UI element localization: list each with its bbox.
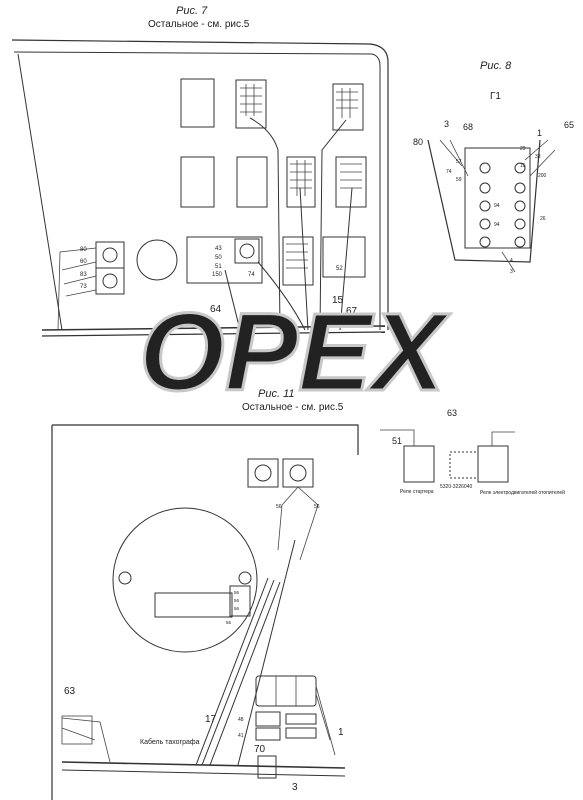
fig8-tag: 94 <box>494 203 500 209</box>
fig11-tacho-cable-label: Кабель тахографа <box>140 738 200 746</box>
fig7-box <box>180 78 215 128</box>
fig11-big-circle <box>112 507 258 653</box>
fig7-tag: 52 <box>336 266 343 272</box>
fig8-tag: 3 <box>510 269 513 275</box>
fig11-callout: 63 <box>64 686 76 697</box>
fig7-port-label: 73 <box>80 284 87 290</box>
fig8-tag: 15 <box>520 163 526 169</box>
fig8-screws <box>479 162 526 248</box>
fig11-callout: 17 <box>205 714 217 725</box>
fig8-tag: 59 <box>456 177 462 183</box>
fig11-plugs <box>255 685 336 756</box>
watermark-text: OPEX <box>139 291 450 414</box>
fig11-left-block <box>61 715 93 745</box>
fig11-tacho-block <box>118 571 252 618</box>
fig7-title: Рис. 7 <box>176 5 208 17</box>
fig8-callout: 68 <box>463 122 473 132</box>
fig8-callout: 1 <box>537 128 542 138</box>
fig8-wires <box>439 139 556 273</box>
fig11-top-frame <box>52 424 359 455</box>
fig11-tag: 56 <box>314 504 320 510</box>
fig7-callout: 15 <box>332 295 344 306</box>
fig8-tag: 29 <box>520 146 526 152</box>
figure-7: Рис. 7 Остальное - см. рис.5 <box>11 5 389 363</box>
fig11-tag: 56 <box>276 504 282 510</box>
fig7-port-label: 80 <box>80 247 87 253</box>
fig7-box <box>180 156 215 208</box>
fig8-title: Рис. 8 <box>480 60 512 72</box>
fig11-callout: 1 <box>338 727 344 738</box>
fig11-tag: 56 <box>234 598 240 603</box>
fig7-box <box>332 83 364 131</box>
watermark: OPEX <box>138 290 452 416</box>
fig8-panel-outline <box>427 139 541 263</box>
fig11-relay-starter: Реле стартера <box>400 489 434 495</box>
fig7-cab-inner <box>13 51 381 330</box>
fig11-tag: 56 <box>226 620 232 625</box>
figure-11: Рис. 11 Остальное - см. рис.5 63 51 Реле… <box>51 388 565 800</box>
fig11-callout: 3 <box>292 782 298 793</box>
fig11-tag: 41 <box>238 733 244 739</box>
fig7-callout: 80 <box>240 351 252 363</box>
fig8-tag: 74 <box>446 169 452 175</box>
fig11-sockets <box>247 458 314 488</box>
fig8-relay-panel <box>464 147 531 249</box>
fig8-callout: 3 <box>444 119 449 129</box>
fig7-port-label: 60 <box>80 259 87 265</box>
fig7-callout: 64 <box>210 304 222 315</box>
fig11-relay-part: 5320-3226040 <box>440 484 472 490</box>
fig7-tag: 150 <box>212 272 223 278</box>
fig7-harness <box>224 117 353 331</box>
fig11-tacho-cable <box>195 539 296 766</box>
fig11-tag: 56 <box>234 590 240 595</box>
fig7-tag: 74 <box>248 272 255 278</box>
fig7-box <box>335 156 367 208</box>
figure-8: Рис. 8 Г1 80 3 68 1 65 57 74 59 29 33 15… <box>413 60 574 275</box>
fig11-subtitle: Остальное - см. рис.5 <box>242 402 344 413</box>
fig11-connector <box>255 675 317 707</box>
fig8-tag: 94 <box>494 222 500 228</box>
fig7-subtitle: Остальное - см. рис.5 <box>148 19 250 30</box>
fig11-relay-motors: Реле электродвигателей отопителей <box>480 489 565 496</box>
fig7-box <box>235 79 267 129</box>
fig7-tag: 51 <box>215 264 222 270</box>
fig8-tag: 33 <box>535 154 541 160</box>
fig7-main-harness-2 <box>41 331 386 337</box>
fig7-left-edge <box>17 53 63 331</box>
fig11-callout: 70 <box>254 744 266 755</box>
fig11-tag: 56 <box>234 606 240 611</box>
fig11-title: Рис. 11 <box>258 388 295 400</box>
fig7-box <box>282 236 314 286</box>
fig11-bottom-harness-2 <box>61 769 346 777</box>
fig11-socket-wires <box>277 486 319 561</box>
fig7-round-cutout <box>136 239 178 281</box>
fig7-box <box>236 156 268 208</box>
fig8-callout: 65 <box>564 120 574 130</box>
fig7-tag: 50 <box>215 255 222 261</box>
fig11-relays <box>380 429 515 483</box>
fig7-left-sockets <box>57 241 125 331</box>
fig7-switch-block <box>186 236 366 284</box>
fig7-tag: 43 <box>215 246 222 252</box>
fig7-connector-grids <box>240 84 362 269</box>
fig8-view-label: Г1 <box>490 91 501 102</box>
fig11-sleeve <box>257 755 277 779</box>
fig11-bottom-harness <box>61 761 346 769</box>
fig7-port-label: 83 <box>80 272 87 278</box>
fig7-main-harness <box>41 325 386 331</box>
fig8-tag: 26 <box>540 216 546 222</box>
fig11-callout: 51 <box>392 436 402 446</box>
fig11-left-wires <box>61 717 111 763</box>
fig11-tag: 48 <box>238 717 244 723</box>
fig8-tag: 200 <box>538 173 547 179</box>
fig7-cab-outline <box>11 39 389 330</box>
fig11-callout: 63 <box>447 408 457 418</box>
fig8-callout: 80 <box>413 137 423 147</box>
fig8-tag: 57 <box>456 159 462 165</box>
fig7-callout: 67 <box>346 306 358 317</box>
fig8-tag: 4 <box>510 258 513 264</box>
